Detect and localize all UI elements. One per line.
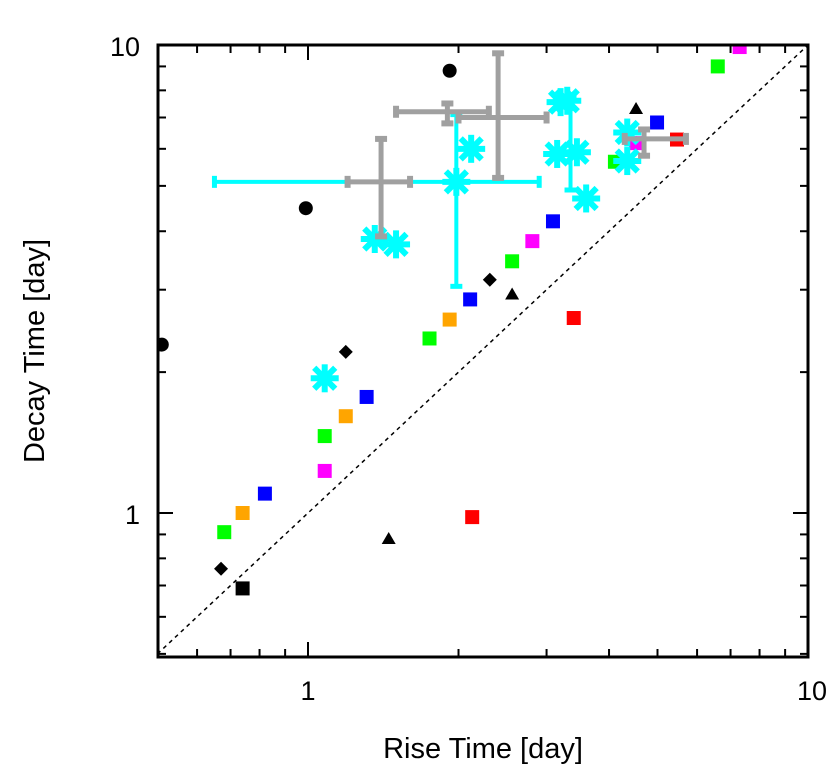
y-axis-title: Decay Time [day] (19, 239, 51, 463)
triangle-marker (505, 287, 520, 300)
square-marker (217, 525, 232, 540)
diamond-marker (482, 272, 497, 287)
circle-marker (442, 63, 457, 78)
square-marker (732, 45, 747, 55)
star-marker-stroke (564, 139, 590, 165)
plot-frame (156, 43, 810, 659)
star-marker-stroke (614, 119, 640, 146)
square-marker (505, 254, 520, 269)
star-marker-stroke (443, 169, 469, 195)
square-marker (566, 311, 581, 326)
square-marker (338, 409, 353, 424)
x-tick-label-10: 10 (797, 676, 827, 706)
square-marker (235, 506, 250, 520)
square-marker (525, 234, 540, 249)
square-marker (257, 486, 272, 501)
plot-area (158, 45, 808, 655)
circle-marker (158, 337, 169, 352)
star-marker-stroke (312, 365, 338, 391)
star-marker-stroke (544, 141, 570, 167)
square-marker (235, 581, 250, 596)
reference-line-y-equals-x (158, 45, 808, 655)
star-marker-stroke (458, 136, 484, 162)
square-marker (463, 292, 478, 307)
square-marker (422, 331, 437, 346)
square-marker (710, 59, 725, 74)
square-marker (465, 510, 480, 525)
star-marker-stroke (383, 231, 409, 257)
x-tick-label-1: 1 (300, 676, 315, 706)
star-marker-stroke (573, 185, 599, 212)
x-axis-title: Rise Time [day] (383, 733, 583, 765)
y-tick-label-1: 1 (125, 500, 140, 530)
square-marker (317, 463, 332, 478)
square-marker (442, 312, 457, 327)
diamond-marker (214, 561, 229, 576)
circle-marker (298, 201, 313, 216)
diamond-marker (338, 344, 353, 359)
triangle-marker (629, 101, 644, 114)
square-marker (317, 429, 332, 444)
star-marker-stroke (614, 148, 640, 174)
star-marker-stroke (554, 88, 580, 114)
triangle-marker (381, 531, 396, 544)
square-marker (650, 115, 665, 130)
axis-ticks (156, 44, 809, 657)
y-tick-label-10: 10 (110, 32, 140, 62)
square-marker (545, 214, 560, 229)
square-marker (359, 389, 374, 404)
